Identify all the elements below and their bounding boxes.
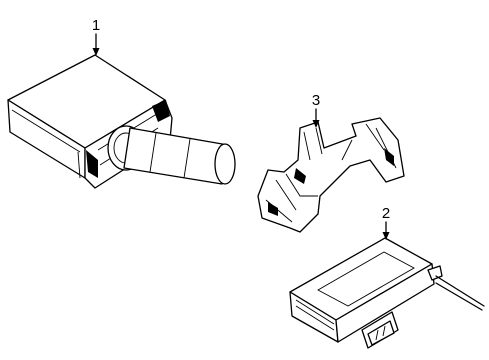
callout-1-arrow-icon bbox=[92, 48, 100, 56]
callout-3-label: 3 bbox=[312, 92, 320, 109]
callout-2: 2 bbox=[382, 205, 390, 240]
tire-pressure-sensor-part bbox=[7, 54, 236, 189]
callout-1: 1 bbox=[92, 17, 100, 56]
callout-2-arrow-icon bbox=[382, 232, 390, 240]
callout-3-arrow-icon bbox=[312, 120, 320, 128]
mounting-bracket-part bbox=[257, 117, 405, 233]
callout-2-label: 2 bbox=[382, 205, 390, 222]
callout-3: 3 bbox=[312, 92, 320, 128]
callout-1-label: 1 bbox=[92, 17, 100, 34]
control-module-part bbox=[289, 237, 485, 349]
